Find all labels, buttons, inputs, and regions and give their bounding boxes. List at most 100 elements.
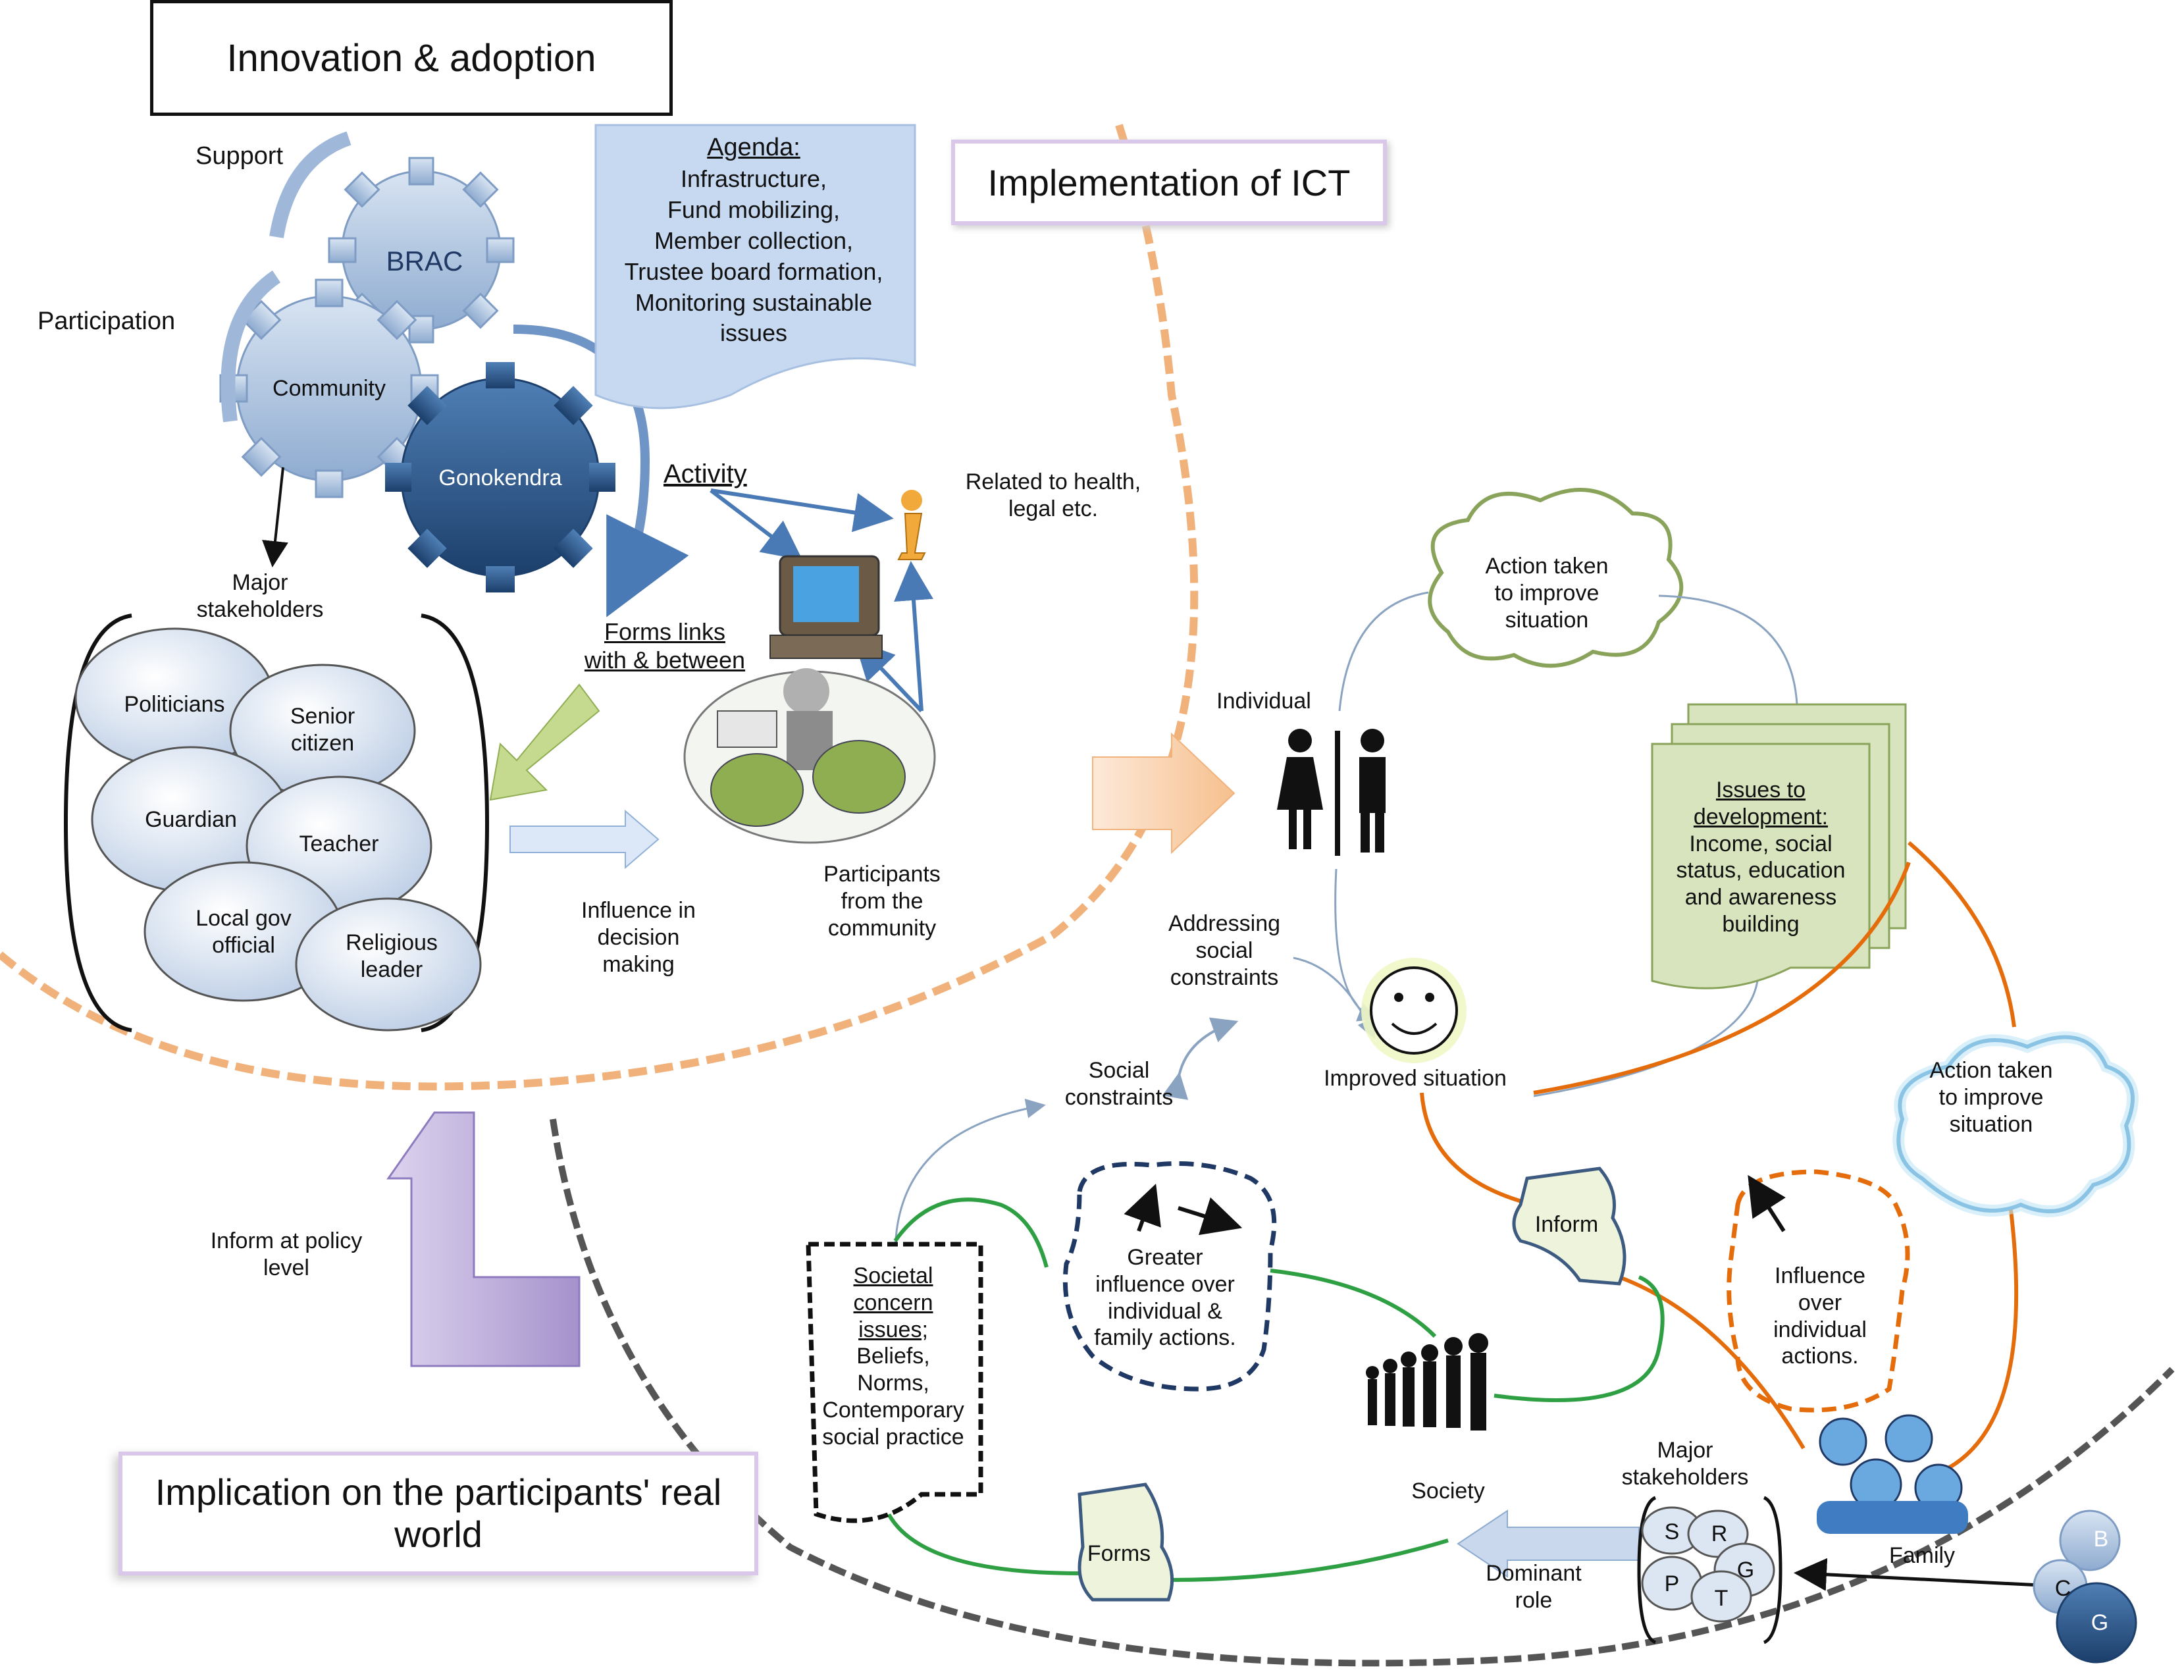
individual-icon — [1277, 729, 1386, 856]
action-top-cloud — [1428, 488, 1684, 668]
implementation-title-box: Implementation of ICT — [951, 140, 1387, 225]
inform-policy-line: Inform at policy — [210, 1228, 363, 1253]
agenda-note — [594, 124, 916, 409]
ellipse-religious — [295, 897, 482, 1032]
orange-line-1 — [1533, 861, 1911, 1095]
action-right-line: to improve — [1938, 1084, 2044, 1110]
forms-shape — [1078, 1483, 1174, 1602]
agenda-item: Trustee board formation, — [624, 257, 883, 285]
forms-label: Forms — [1087, 1541, 1151, 1566]
issues-heading-line: Issues to — [1715, 777, 1806, 802]
activity-arrow-2 — [710, 488, 894, 533]
agenda-item: Infrastructure, — [680, 165, 827, 193]
societal-body-line: Beliefs, — [856, 1344, 930, 1369]
issues-stack — [1651, 703, 1907, 989]
teacher-label: Teacher — [299, 831, 379, 856]
religious-label: Religious leader — [329, 930, 454, 984]
green-line-3 — [1494, 1275, 1665, 1402]
implication-title-box: Implication on the participants' real wo… — [118, 1452, 758, 1575]
corner-c: C — [2054, 1576, 2071, 1601]
agenda-item: issues — [719, 319, 788, 347]
forms-links-line: with & between — [584, 646, 746, 674]
societal-body-line: Contemporary — [822, 1397, 964, 1423]
action-top-line: Action taken — [1485, 554, 1609, 579]
addressing-line: social — [1195, 937, 1253, 963]
societal-heading-line: issues; — [858, 1317, 928, 1342]
societal-heading-line: concern — [853, 1290, 933, 1315]
related-line: legal etc. — [1008, 496, 1099, 521]
family-arrow — [1794, 1558, 2067, 1591]
individual-label: Individual — [1216, 689, 1311, 714]
small-r: R — [1711, 1521, 1728, 1546]
small-p: P — [1664, 1571, 1680, 1596]
thin-curve-1 — [1338, 591, 1429, 712]
major-stakeholders-label: Major stakeholders — [178, 569, 342, 623]
local-line: Local gov — [195, 906, 292, 931]
inform-policy-label: Inform at policy level — [194, 1228, 378, 1282]
activity-label: Activity — [663, 459, 747, 488]
related-label: Related to health, legal etc. — [941, 469, 1165, 523]
senior-line: citizen — [290, 730, 355, 756]
greater-arrow-right — [1178, 1197, 1243, 1236]
influence-individual-label: Influence over individual actions. — [1751, 1263, 1889, 1370]
influence-arrow — [1748, 1174, 1786, 1232]
blue-right-arrow — [509, 809, 660, 870]
dominant-role-arrow — [1457, 1509, 1640, 1578]
action-right-line: Action taken — [1929, 1058, 2053, 1083]
major-stakeholders-small-line: stakeholders — [1621, 1464, 1749, 1490]
green-line-4 — [887, 1513, 1080, 1575]
greater-line: Greater — [1127, 1245, 1203, 1270]
senior-line: Senior — [290, 704, 355, 729]
agenda-item: Monitoring sustainable — [635, 288, 873, 316]
addressing-line: constraints — [1170, 964, 1279, 990]
greater-label: Greater influence over individual & fami… — [1079, 1244, 1251, 1352]
forms-links-label: Forms links with & between — [566, 617, 764, 674]
stakeholders-bracket-left — [63, 614, 132, 1032]
issues-body-line: Income, social — [1689, 831, 1833, 856]
small-bracket-right — [1763, 1496, 1782, 1644]
community-down-arrow — [262, 467, 288, 567]
social-double-arrow — [1162, 1017, 1239, 1100]
social-constraints-line: constraints — [1064, 1084, 1174, 1110]
implication-title: Implication on the participants' real wo… — [155, 1471, 722, 1555]
greater-arrow-up — [1124, 1184, 1161, 1232]
computer-icon — [769, 555, 883, 659]
societal-body-line: Norms, — [857, 1371, 929, 1396]
orange-line-3 — [1420, 1092, 1534, 1207]
family-label: Family — [1888, 1543, 1956, 1568]
major-stakeholders-line: stakeholders — [196, 596, 324, 622]
orange-line-5 — [1947, 1184, 2019, 1470]
green-diagonal-arrow — [489, 683, 600, 801]
participants-clipart — [683, 668, 936, 844]
agenda-text: Agenda: Infrastructure, Fund mobilizing,… — [596, 132, 912, 349]
brac-label: BRAC — [386, 246, 463, 276]
activity-arrow-1 — [710, 488, 803, 560]
small-g: G — [1736, 1558, 1755, 1583]
grey-dashed-arc — [550, 1118, 2175, 1667]
activity-arrow-4 — [894, 561, 933, 712]
participants-line: from the — [841, 888, 923, 914]
action-top-line: to improve — [1494, 580, 1599, 606]
society-icon — [1366, 1333, 1488, 1431]
small-t: T — [1714, 1586, 1729, 1611]
addressing-label: Addressing social constraints — [1142, 910, 1307, 991]
small-s: S — [1664, 1519, 1680, 1544]
community-label: Community — [273, 376, 386, 401]
thin-curve-6 — [894, 1099, 1046, 1255]
influence-decision-label: Influence in decision making — [566, 897, 711, 978]
implementation-title: Implementation of ICT — [987, 161, 1351, 203]
senior-label: Senior citizen — [263, 703, 382, 757]
influence-decision-line: decision — [597, 924, 680, 950]
societal-note — [806, 1242, 983, 1523]
inform-policy-line: level — [263, 1255, 309, 1280]
support-curve-arrow — [269, 131, 351, 238]
religious-line: leader — [360, 957, 423, 982]
gonokendra-label: Gonokendra — [438, 465, 562, 490]
orange-line-4 — [1618, 1275, 1806, 1450]
dominant-label: Dominant role — [1468, 1560, 1599, 1614]
orange-line-2 — [1908, 841, 2016, 1028]
issues-label: Issues to development: Income, social st… — [1655, 777, 1866, 938]
greater-blob — [1062, 1161, 1277, 1392]
societal-body-line: social practice — [822, 1424, 964, 1450]
dominant-line: Dominant — [1486, 1561, 1582, 1586]
